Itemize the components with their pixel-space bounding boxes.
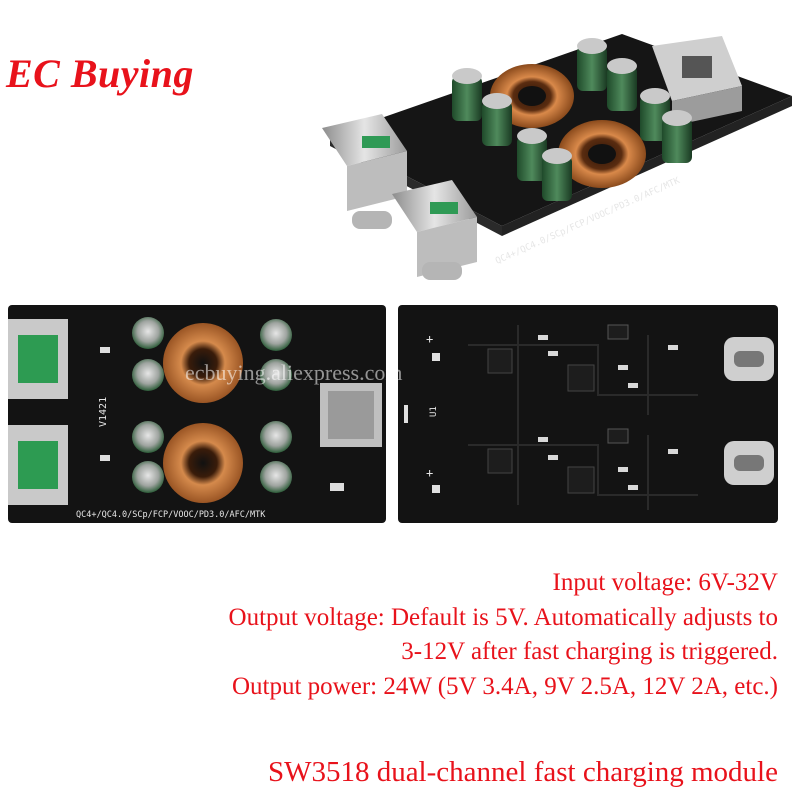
ic-chip [607,428,629,444]
ic-chip [567,466,595,494]
capacitor [132,461,164,493]
capacitor [260,461,292,493]
usb-c-port [724,337,774,381]
spec-output-voltage: Output voltage: Default is 5V. Automatic… [228,604,778,631]
ic-chip [607,324,629,340]
ic-chip [567,364,595,392]
usb-c-port [724,441,774,485]
spec-output-voltage-continued: 3-12V after fast charging is triggered. [401,638,778,665]
spec-input-voltage: Input voltage: 6V-32V [552,569,778,596]
capacitor [577,38,607,91]
usb-a-port [8,319,68,399]
capacitor [452,68,482,121]
port-label: U1 [429,406,439,417]
module-perspective-illustration: QC4+/QC4.0/SCp/FCP/VOOC/PD3.0/AFC/MTK [322,34,792,280]
capacitor [542,148,572,201]
ic-chip [487,348,513,374]
usb-c-port [352,211,392,229]
module-photo-front: V1421 QC4+/QC4.0/SCp/FCP/VOOC/PD3.0/AFC/… [8,305,386,523]
svg-text:+: + [426,332,433,346]
protocol-label: QC4+/QC4.0/SCp/FCP/VOOC/PD3.0/AFC/MTK [76,510,266,520]
pcb-board [8,305,386,523]
capacitor [517,128,547,181]
capacitor [662,110,692,163]
capacitor [132,421,164,453]
module-photo-back: + + U1 [398,305,778,523]
capacitor [132,359,164,391]
module-photo-perspective: QC4+/QC4.0/SCp/FCP/VOOC/PD3.0/AFC/MTK [322,26,796,288]
capacitor [260,421,292,453]
usb-a-port [8,425,68,505]
usb-c-port [422,262,462,280]
module-back-illustration: + + U1 [398,305,778,523]
model-label: V1421 [98,397,109,427]
capacitor [260,319,292,351]
product-caption: SW3518 dual-channel fast charging module [267,756,778,788]
dc-jack [320,383,382,447]
inductor [558,120,646,188]
ic-chip [487,448,513,474]
capacitor [132,317,164,349]
capacitor [607,58,637,111]
spec-output-power: Output power: 24W (5V 3.4A, 9V 2.5A, 12V… [231,673,778,700]
inductor [163,323,243,403]
module-front-illustration: V1421 QC4+/QC4.0/SCp/FCP/VOOC/PD3.0/AFC/… [8,305,386,523]
watermark: ecbuying.aliexpress.com [185,360,403,385]
usb-a-port [322,114,407,211]
brand-logo: EC Buying [6,51,194,96]
capacitor [260,359,292,391]
capacitor [482,93,512,146]
inductor [163,423,243,503]
svg-text:+: + [426,466,433,480]
